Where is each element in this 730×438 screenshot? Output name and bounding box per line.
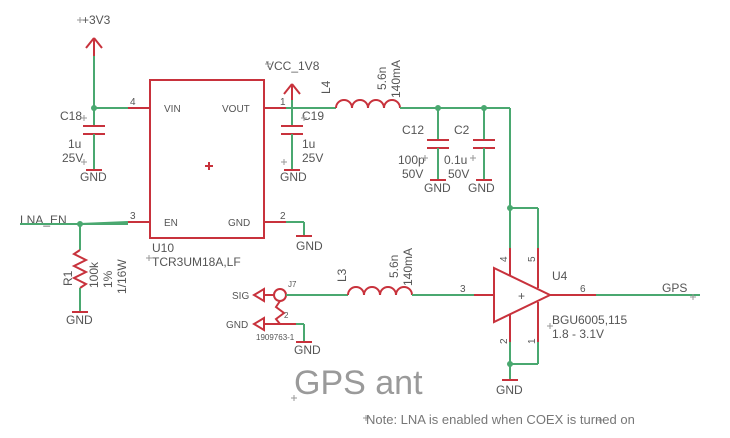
- c18-value: 1u: [68, 137, 81, 151]
- j7-ref: J7: [288, 280, 297, 289]
- lna-u4: 3 6 4 5 2 1 + U4 BGU6005,115 1.8 - 3.1V: [460, 248, 627, 344]
- c18-voltage: 25V: [62, 151, 83, 165]
- u4-pin-in: 3: [460, 284, 466, 295]
- u4-gnd-label: GND: [496, 383, 523, 397]
- c12-gnd-label: GND: [424, 181, 451, 195]
- regulator-u10: 4 1 3 2 VIN VOUT EN GND U10 TCR3UM18A,LF: [128, 79, 286, 269]
- j7-part: 1909763-1: [256, 333, 295, 342]
- supply-1v8: VCC_1V8: [266, 59, 320, 108]
- u4-pin-top-b: 5: [527, 256, 538, 262]
- capacitor-c19: C19 1u 25V GND: [280, 108, 324, 184]
- net-lna-en: LNA_EN: [20, 213, 128, 227]
- l3-current: 140mA: [401, 248, 415, 286]
- net-label-vcc1v8: VCC_1V8: [266, 59, 320, 73]
- u4-pin-out: 6: [580, 284, 586, 295]
- c2-voltage: 50V: [448, 167, 469, 181]
- l4-ref: L4: [319, 80, 333, 94]
- u10-pin-num-en: 3: [130, 211, 136, 222]
- u10-pin-vin: VIN: [164, 104, 181, 115]
- c19-value: 1u: [302, 137, 315, 151]
- u10-ref: U10: [152, 241, 174, 255]
- c12-ref: C12: [402, 123, 424, 137]
- c18-gnd-label: GND: [80, 170, 107, 184]
- u10-value: TCR3UM18A,LF: [152, 255, 241, 269]
- u10-pin-gnd: GND: [228, 218, 250, 229]
- l4-current: 140mA: [389, 60, 403, 98]
- capacitor-c2: C2 0.1u 50V GND: [444, 108, 495, 195]
- j7-gnd-net: GND: [294, 343, 321, 357]
- c12-voltage: 50V: [402, 167, 423, 181]
- r1-tolerance: 1%: [101, 270, 115, 288]
- j7-sig-label: SIG: [232, 291, 249, 302]
- j7-pin2: 2: [284, 311, 289, 320]
- net-label-3v3: +3V3: [82, 13, 111, 27]
- c19-ref: C19: [302, 109, 324, 123]
- u4-pin-bot-b: 1: [527, 338, 538, 344]
- sheet-title: GPS ant: [294, 364, 423, 402]
- l3-ref: L3: [335, 268, 349, 282]
- resistor-r1: R1 100k 1% 1/16W GND: [61, 224, 129, 327]
- connector-j7: SIG J7 GND 2 1909763-1 GND: [226, 280, 321, 357]
- c19-voltage: 25V: [302, 151, 323, 165]
- gps-net-label: GPS: [662, 281, 687, 295]
- u10-pin-num-vin: 4: [130, 97, 136, 108]
- u4-ref: U4: [552, 269, 568, 283]
- c18-ref: C18: [60, 109, 82, 123]
- r1-value: 100k: [87, 261, 101, 288]
- u4-value: BGU6005,115: [552, 313, 627, 327]
- u10-pin-num-vout: 1: [280, 97, 286, 108]
- l3-value: 5.6n: [387, 255, 401, 278]
- sheet-note: Note: LNA is enabled when COEX is turned…: [366, 412, 635, 427]
- r1-gnd-label: GND: [66, 313, 93, 327]
- u10-gnd-label: GND: [296, 239, 323, 253]
- inductor-l4: L4 5.6n 140mA: [319, 60, 403, 109]
- c19-gnd-label: GND: [280, 170, 307, 184]
- u10-pin-vout: VOUT: [222, 104, 250, 115]
- j7-gnd-label: GND: [226, 320, 248, 331]
- l4-value: 5.6n: [375, 67, 389, 90]
- u4-plus: +: [518, 289, 525, 303]
- capacitor-c12: C12 100p 50V GND: [398, 108, 451, 195]
- r1-ref: R1: [61, 270, 75, 286]
- capacitor-c18: C18 1u 25V GND: [60, 108, 107, 184]
- u4-range: 1.8 - 3.1V: [552, 327, 604, 341]
- inductor-l3: L3 5.6n 140mA: [335, 248, 415, 296]
- reference-marks: [77, 17, 696, 423]
- c2-gnd-label: GND: [468, 181, 495, 195]
- c12-value: 100p: [398, 153, 425, 167]
- u4-pin-top-a: 4: [499, 256, 510, 262]
- u10-pin-num-gnd: 2: [280, 211, 286, 222]
- r1-power: 1/16W: [115, 259, 129, 294]
- u10-pin-en: EN: [164, 218, 178, 229]
- c2-ref: C2: [454, 123, 470, 137]
- u4-pin-bot-a: 2: [499, 338, 510, 344]
- supply-3v3: +3V3: [82, 13, 111, 108]
- c2-value: 0.1u: [444, 153, 467, 167]
